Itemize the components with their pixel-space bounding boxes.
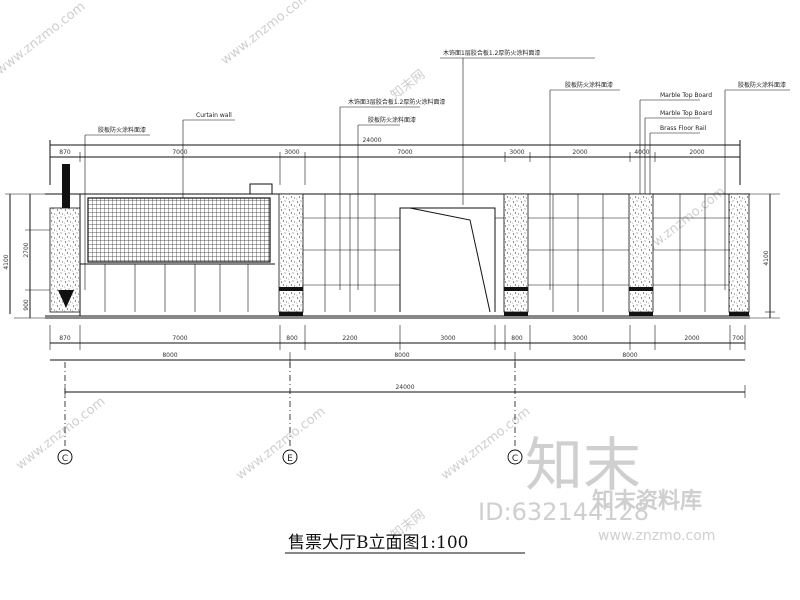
svg-text:4100: 4100 bbox=[763, 250, 770, 265]
svg-text:4100: 4100 bbox=[3, 254, 10, 269]
axis-bubble-3: C bbox=[507, 449, 523, 465]
svg-text:知末资料库: 知末资料库 bbox=[592, 488, 702, 514]
svg-text:7000: 7000 bbox=[172, 335, 187, 342]
svg-text:8000: 8000 bbox=[394, 352, 409, 359]
svg-text:www.znzmo.com: www.znzmo.com bbox=[438, 404, 533, 483]
bottom-dimensions: 870 7000 800 2200 3000 800 3000 2000 700… bbox=[49, 325, 746, 398]
svg-text:3000: 3000 bbox=[509, 149, 524, 156]
svg-text:24000: 24000 bbox=[362, 137, 381, 144]
glass-grid-left bbox=[303, 194, 400, 312]
right-dimensions: 4100 bbox=[750, 193, 780, 319]
svg-text:2000: 2000 bbox=[689, 149, 704, 156]
svg-text:木饰面1层胶合板1.2厚防火涂料面漆: 木饰面1层胶合板1.2厚防火涂料面漆 bbox=[443, 49, 540, 57]
svg-text:C: C bbox=[512, 454, 518, 464]
svg-text:木饰面3层胶合板1.2厚防火涂料面漆: 木饰面3层胶合板1.2厚防火涂料面漆 bbox=[348, 98, 445, 106]
brand-watermark: 知末 知末资料库 ID:632144128 www.znzmo.com bbox=[478, 431, 715, 544]
svg-text:售票大厅B立面图1:100: 售票大厅B立面图1:100 bbox=[288, 533, 468, 553]
svg-text:2700: 2700 bbox=[23, 242, 30, 257]
svg-text:3000: 3000 bbox=[284, 149, 299, 156]
svg-text:800: 800 bbox=[286, 335, 298, 342]
left-dimensions: 4100 2700 900 bbox=[2, 193, 50, 320]
screen-panel bbox=[87, 197, 271, 263]
svg-text:www.znzmo.com: www.znzmo.com bbox=[218, 0, 313, 68]
svg-text:2000: 2000 bbox=[684, 335, 699, 342]
svg-text:8000: 8000 bbox=[162, 352, 177, 359]
drawing-title: 售票大厅B立面图1:100 bbox=[285, 533, 525, 554]
svg-text:胶板防火涂料面漆: 胶板防火涂料面漆 bbox=[565, 81, 613, 89]
svg-text:知末网: 知末网 bbox=[388, 67, 429, 104]
svg-text:胶板防火涂料面漆: 胶板防火涂料面漆 bbox=[368, 116, 416, 124]
glass-grid-right bbox=[495, 194, 729, 312]
svg-text:24000: 24000 bbox=[395, 384, 414, 391]
svg-text:4000: 4000 bbox=[634, 149, 649, 156]
svg-text:C: C bbox=[62, 454, 68, 464]
axis-bubble-2: E bbox=[282, 449, 298, 465]
svg-text:胶板防火涂料面漆: 胶板防火涂料面漆 bbox=[738, 81, 786, 89]
svg-text:Curtain wall: Curtain wall bbox=[196, 112, 232, 119]
svg-text:E: E bbox=[287, 454, 293, 464]
svg-text:700: 700 bbox=[732, 335, 744, 342]
svg-text:870: 870 bbox=[59, 149, 71, 156]
axis-lines bbox=[64, 362, 516, 448]
svg-text:www.znzmo.com: www.znzmo.com bbox=[0, 0, 88, 78]
svg-text:知末: 知末 bbox=[525, 431, 641, 499]
svg-text:ID:632144128: ID:632144128 bbox=[478, 498, 649, 526]
svg-text:870: 870 bbox=[59, 335, 71, 342]
svg-text:3000: 3000 bbox=[440, 335, 455, 342]
svg-text:7000: 7000 bbox=[172, 149, 187, 156]
door-opening bbox=[399, 207, 496, 313]
axis-bubble-1: C bbox=[57, 449, 73, 465]
svg-text:8000: 8000 bbox=[622, 352, 637, 359]
svg-text:Marble Top Board: Marble Top Board bbox=[660, 110, 712, 117]
svg-text:Brass Floor Rail: Brass Floor Rail bbox=[660, 125, 707, 132]
svg-text:胶板防火涂料面漆: 胶板防火涂料面漆 bbox=[98, 126, 146, 134]
top-dimensions: 24000 870 7000 3000 7000 3000 2000 4000 … bbox=[49, 137, 741, 185]
svg-text:3000: 3000 bbox=[572, 335, 587, 342]
svg-text:900: 900 bbox=[23, 299, 30, 311]
svg-text:www.znzmo.com: www.znzmo.com bbox=[598, 528, 715, 544]
svg-text:Marble Top Board: Marble Top Board bbox=[660, 92, 712, 99]
svg-text:7000: 7000 bbox=[397, 149, 412, 156]
elevation-wall bbox=[45, 164, 750, 319]
svg-text:2000: 2000 bbox=[572, 149, 587, 156]
svg-text:2200: 2200 bbox=[342, 335, 357, 342]
svg-text:www.znzmo.com: www.znzmo.com bbox=[233, 404, 328, 483]
svg-text:800: 800 bbox=[511, 335, 523, 342]
